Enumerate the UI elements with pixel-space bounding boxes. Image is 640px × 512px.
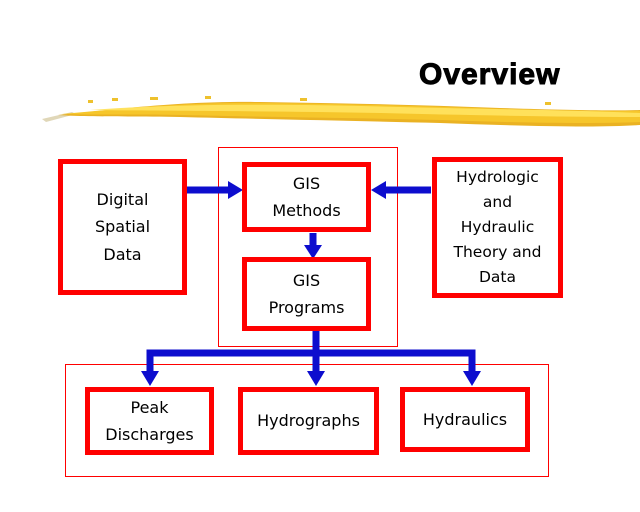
slide-title: Overview [418,58,561,92]
box-gis-programs: GIS Programs [242,257,371,331]
box-peak-discharges-label: Peak Discharges [105,397,194,444]
box-hydrologic-hydraulic-theory-label: Hydrologic and Hydraulic Theory and Data [453,167,542,287]
box-gis-programs-label: GIS Programs [268,270,345,317]
results-group-outline [65,364,549,477]
box-gis-methods: GIS Methods [242,162,371,232]
box-gis-methods-label: GIS Methods [272,173,341,220]
box-peak-discharges: Peak Discharges [85,387,214,455]
box-hydrographs-label: Hydrographs [257,411,360,431]
box-digital-spatial-data-label: Digital Spatial Data [94,190,151,264]
box-hydraulics: Hydraulics [400,387,530,452]
brush-stroke-underline [42,96,640,127]
box-hydraulics-label: Hydraulics [422,409,508,429]
gis-group-outline [218,147,398,347]
box-digital-spatial-data: Digital Spatial Data [58,159,187,295]
box-hydrologic-hydraulic-theory: Hydrologic and Hydraulic Theory and Data [432,157,563,298]
box-hydrographs: Hydrographs [238,387,379,455]
